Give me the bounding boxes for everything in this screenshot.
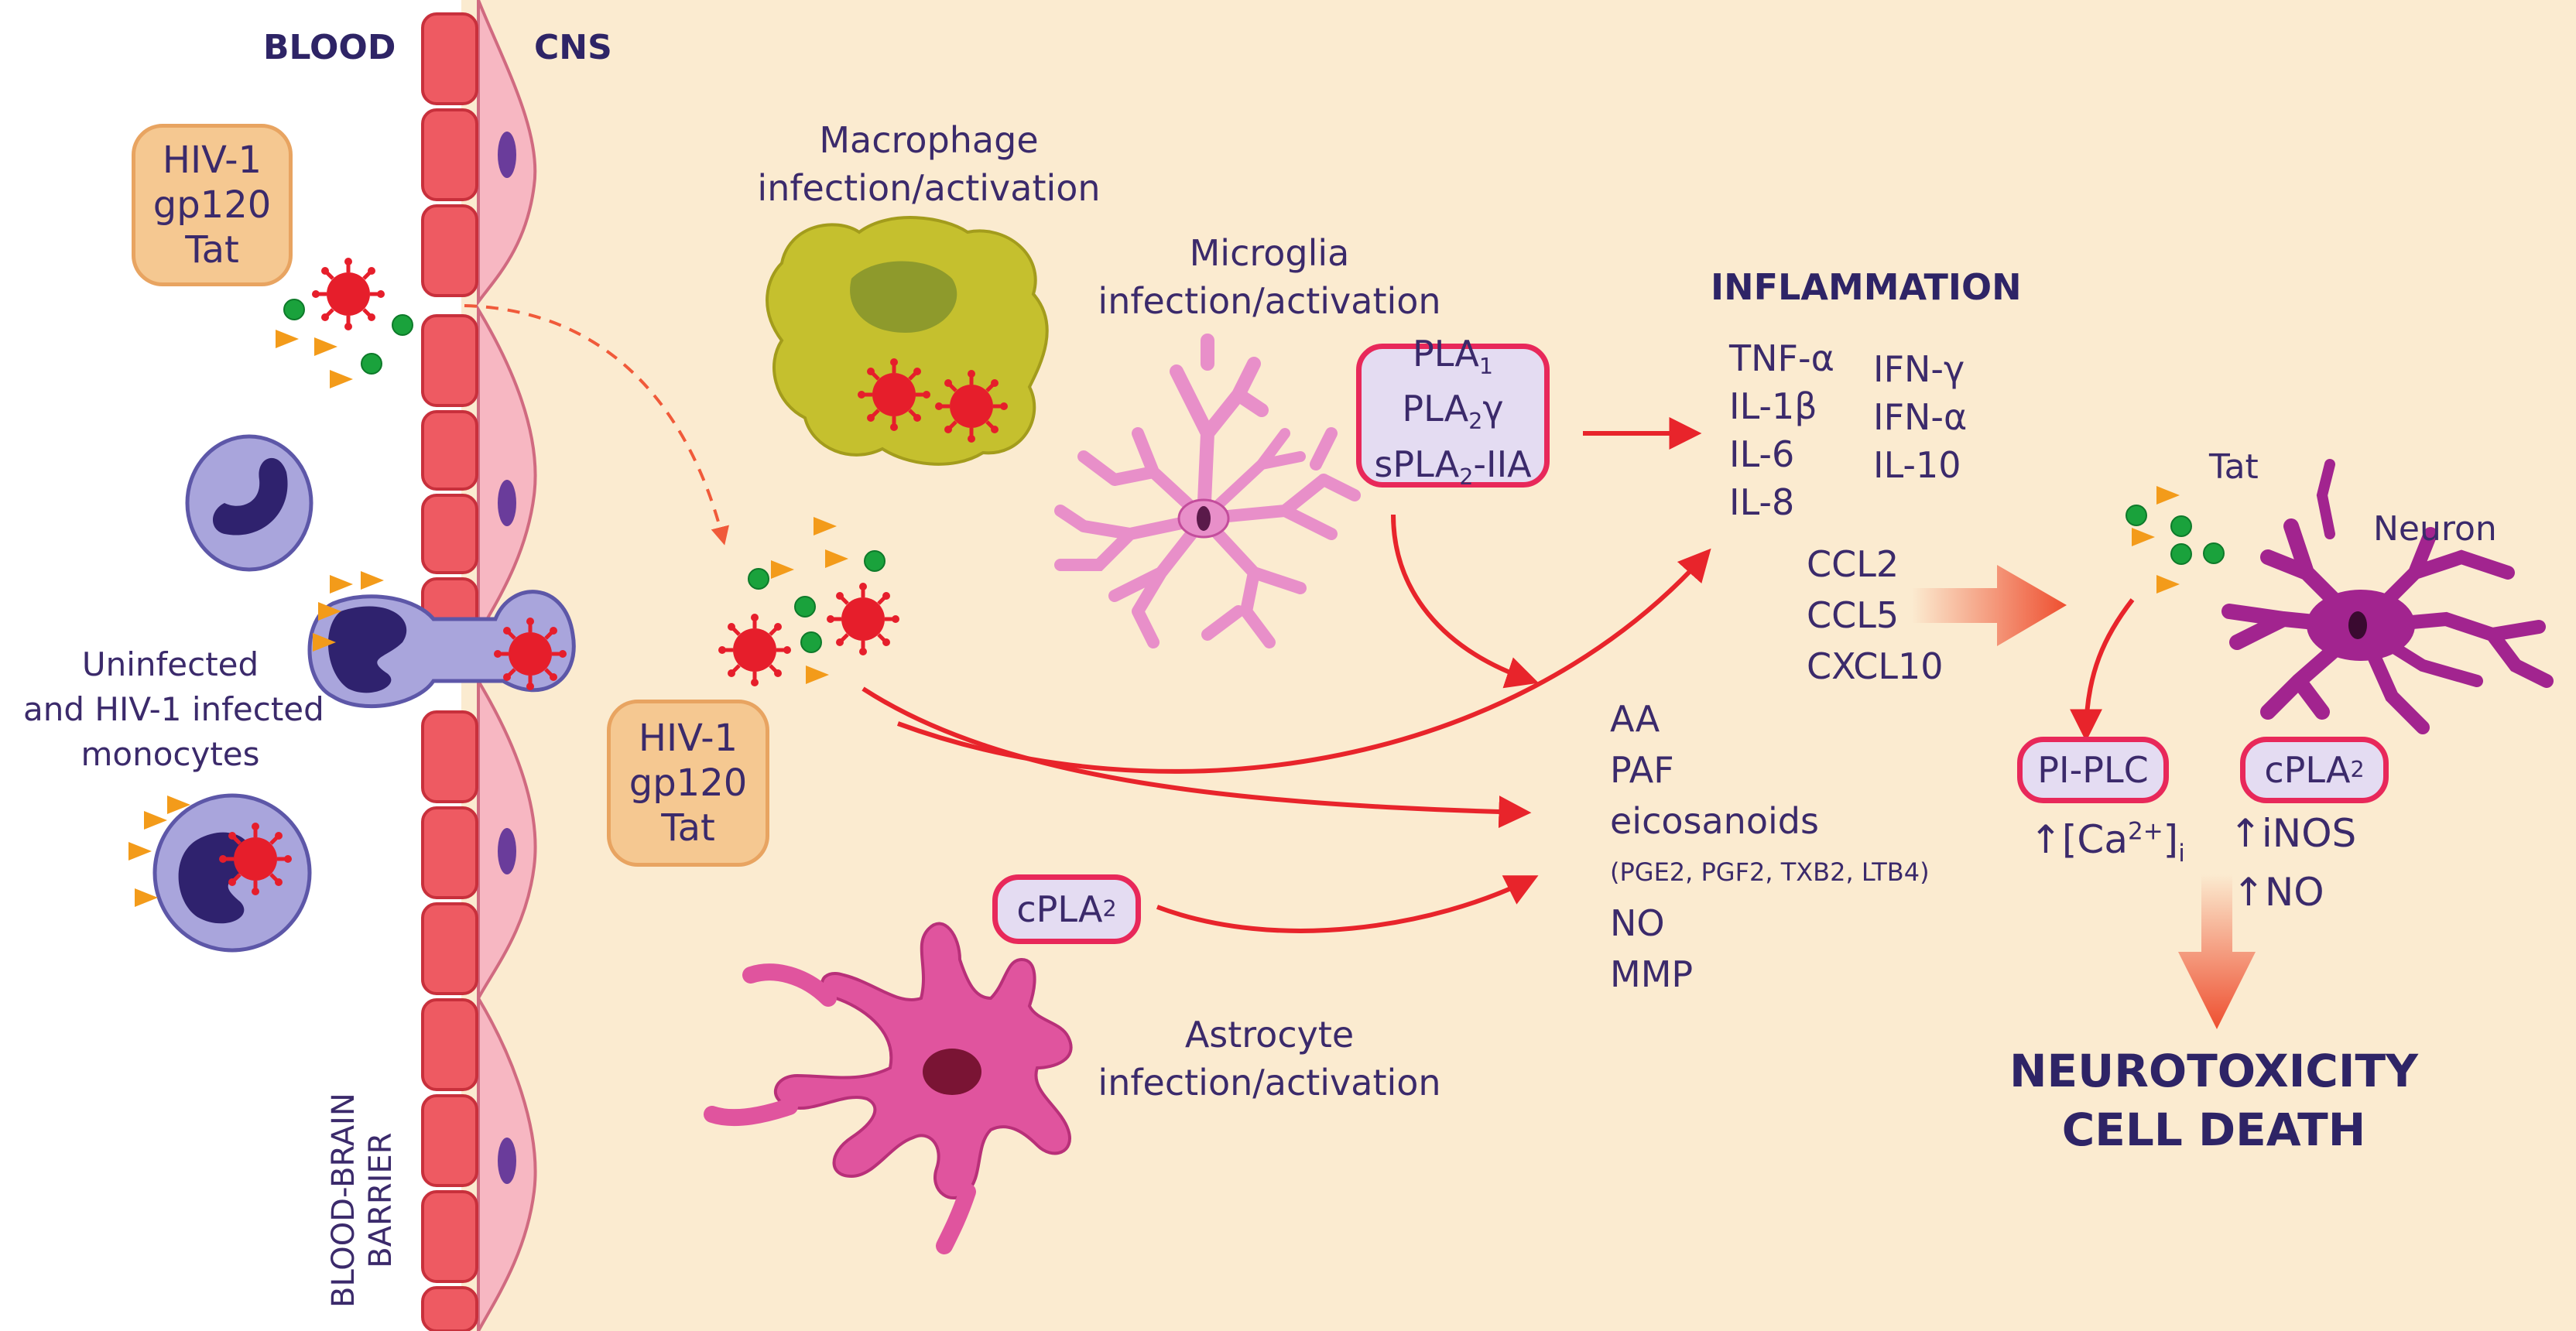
inos-label: ↑iNOS — [2229, 811, 2357, 856]
cytokine-il10: IL-10 — [1873, 444, 1961, 486]
astrocyte — [704, 922, 1073, 1254]
macrophage-label: Macrophage infection/activation — [743, 116, 1115, 212]
monocyte-top — [185, 434, 313, 572]
astrocyte-label-line1: Astrocyte — [1184, 1014, 1355, 1056]
arrow-virus-to-inflammation — [896, 548, 1711, 774]
viral-box-mid-tat: Tat — [661, 806, 715, 850]
mediator-eicosanoids: eicosanoids — [1610, 800, 1819, 842]
monocytes-label-line2: and HIV-1 infected — [23, 690, 324, 728]
cytokine-il1b: IL-1β — [1729, 385, 1817, 427]
mediator-mmp: MMP — [1610, 953, 1694, 995]
chemokine-ccl5: CCL5 — [1807, 594, 1899, 636]
monocyte-bottom — [152, 793, 312, 953]
cytokine-il8: IL-8 — [1729, 481, 1795, 523]
blood-label: BLOOD — [263, 28, 396, 67]
bbb-label-line1: BLOOD-BRAIN — [326, 1093, 361, 1308]
arrows — [464, 304, 2135, 933]
macrophage-label-line2: infection/activation — [757, 167, 1101, 209]
barrier-column — [421, 12, 478, 1331]
microglia-label-line2: infection/activation — [1098, 280, 1441, 322]
viral-proteins-box-mid: HIV-1 gp120 Tat — [607, 700, 769, 867]
mediator-paf: PAF — [1610, 749, 1674, 791]
chemokines: CCL2 CCL5 CXCL10 — [1807, 539, 1944, 692]
neurotoxicity-line1: NEUROTOXICITY — [2009, 1045, 2419, 1097]
astrocyte-label-line2: infection/activation — [1098, 1062, 1441, 1103]
mediator-aa: AA — [1610, 698, 1660, 740]
bbb-label: BLOOD-BRAIN BARRIER — [325, 1093, 399, 1308]
no-label: ↑NO — [2232, 870, 2324, 915]
cytokine-ifng: IFN-γ — [1873, 348, 1965, 390]
calcium-label: ↑[Ca2+]i — [2030, 817, 2185, 867]
spla2-iia-label: sPLA2-IIA — [1374, 443, 1532, 490]
neurotoxicity-line2: CELL DEATH — [2061, 1103, 2366, 1156]
mediator-eicosanoid-types: (PGE2, PGF2, TXB2, LTB4) — [1610, 857, 1930, 887]
arrow-virus-to-mediators — [862, 686, 1532, 829]
arrow-tat-to-piplc — [2070, 598, 2135, 742]
macrophage-label-line1: Macrophage — [819, 119, 1039, 161]
viral-box-mid-hiv: HIV-1 — [638, 717, 738, 760]
arrow-to-neurotoxicity — [2178, 874, 2256, 1029]
astrocyte-label: Astrocyte infection/activation — [1084, 1011, 1455, 1107]
inflammation-title: INFLAMMATION — [1711, 266, 2022, 308]
cytokine-ifna: IFN-α — [1873, 396, 1968, 438]
monocytes-label: Uninfected and HIV-1 infected monocytes — [23, 642, 324, 777]
arrow-cpla2-to-mediators — [1156, 875, 1539, 933]
tat-label: Tat — [2209, 447, 2259, 487]
viral-box-top-hiv: HIV-1 — [162, 139, 262, 182]
neuron-label: Neuron — [2373, 509, 2497, 549]
pla1-label: PLA1 — [1412, 333, 1494, 380]
pla2-gamma-label: PLA2γ — [1402, 388, 1504, 435]
pla-box: PLA1 PLA2γ sPLA2-IIA — [1356, 333, 1550, 490]
viral-proteins-box-top: HIV-1 gp120 Tat — [132, 124, 293, 286]
endothelial-cells — [477, 0, 537, 1331]
viral-box-top-gp120: gp120 — [152, 183, 272, 227]
arrow-chemokines-to-neuron — [1912, 565, 2067, 646]
neurotoxicity-title: NEUROTOXICITY CELL DEATH — [1982, 1042, 2446, 1159]
cytokine-tnf: TNF-α — [1729, 337, 1834, 379]
arrow-pla-to-mediators — [1391, 514, 1539, 689]
macrophage — [766, 216, 1049, 466]
microglia-label-line1: Microglia — [1189, 232, 1350, 274]
bbb-label-line2: BARRIER — [363, 1132, 399, 1268]
cytokines-right: IFN-γ IFN-α IL-10 — [1873, 345, 1967, 489]
microglia — [1054, 334, 1361, 648]
monocytes-label-line3: monocytes — [80, 735, 260, 773]
cytokines-left: TNF-α IL-1β IL-6 IL-8 — [1729, 334, 1834, 526]
viral-box-top-tat: Tat — [185, 228, 239, 272]
microglia-label: Microglia infection/activation — [1084, 229, 1455, 325]
neuron — [2221, 459, 2554, 734]
cns-label: CNS — [534, 28, 612, 67]
cytokine-il6: IL-6 — [1729, 433, 1795, 475]
piplc-box: PI-PLC — [2017, 737, 2169, 803]
arrow-viral-entry — [464, 304, 729, 546]
mediator-no: NO — [1610, 902, 1665, 944]
viral-box-mid-gp120: gp120 — [629, 761, 748, 805]
chemokine-ccl2: CCL2 — [1807, 543, 1899, 585]
mediators-list: AA PAF eicosanoids (PGE2, PGF2, TXB2, LT… — [1610, 693, 1930, 1000]
chemokine-cxcl10: CXCL10 — [1807, 645, 1944, 687]
monocytes-label-line1: Uninfected — [81, 645, 259, 683]
